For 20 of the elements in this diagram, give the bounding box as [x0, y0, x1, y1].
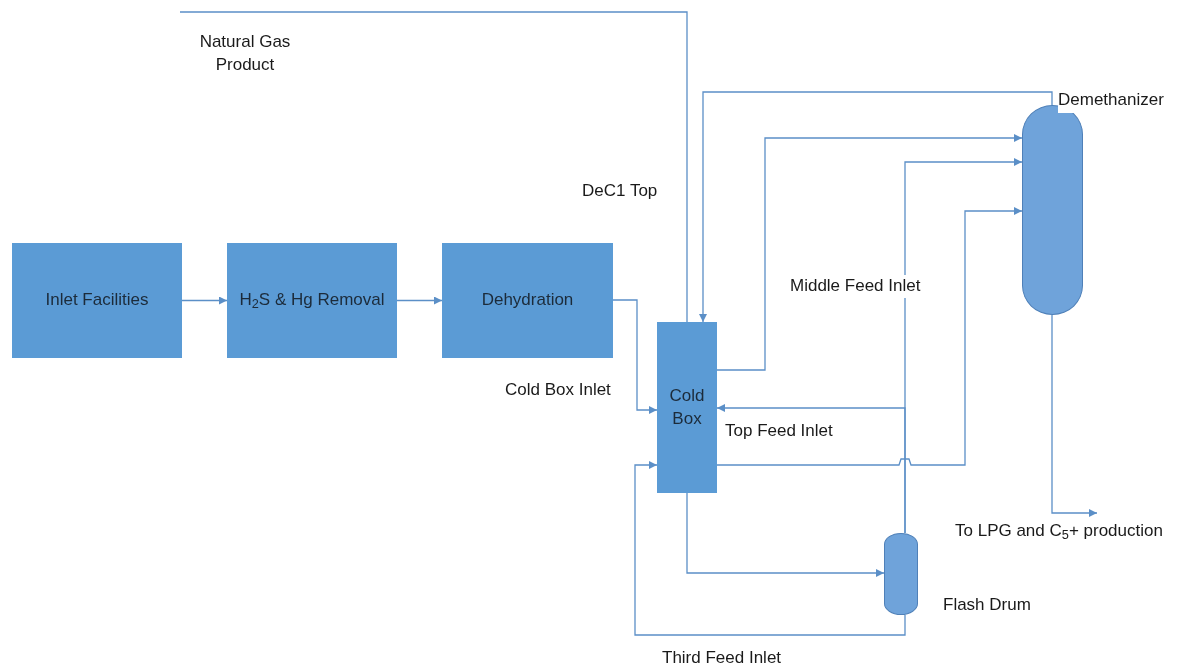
process-box: [227, 243, 397, 358]
vessel: [884, 533, 918, 615]
flow-arrow: [612, 299, 658, 414]
flow-arrow: [181, 296, 228, 305]
process-box: [657, 322, 717, 493]
process-box: [442, 243, 613, 358]
node-label: Dehydration: [481, 289, 574, 312]
flow-arrow: [396, 296, 443, 305]
node-label: Inlet Facilities: [45, 289, 149, 312]
flow-arrow: [1051, 314, 1098, 517]
node-label: H$_{2}$S & Hg Removal: [239, 289, 385, 312]
process-box: [12, 243, 182, 358]
flow-arrow: [634, 461, 906, 636]
flow-arrow: [686, 492, 885, 577]
flow-arrow: [716, 207, 1023, 466]
flow-arrow: [699, 91, 1053, 323]
node-label: Cold Box: [668, 384, 706, 430]
flow-arrow: [716, 134, 1023, 371]
vessel: [1022, 105, 1083, 315]
flow-arrow: [716, 404, 906, 534]
